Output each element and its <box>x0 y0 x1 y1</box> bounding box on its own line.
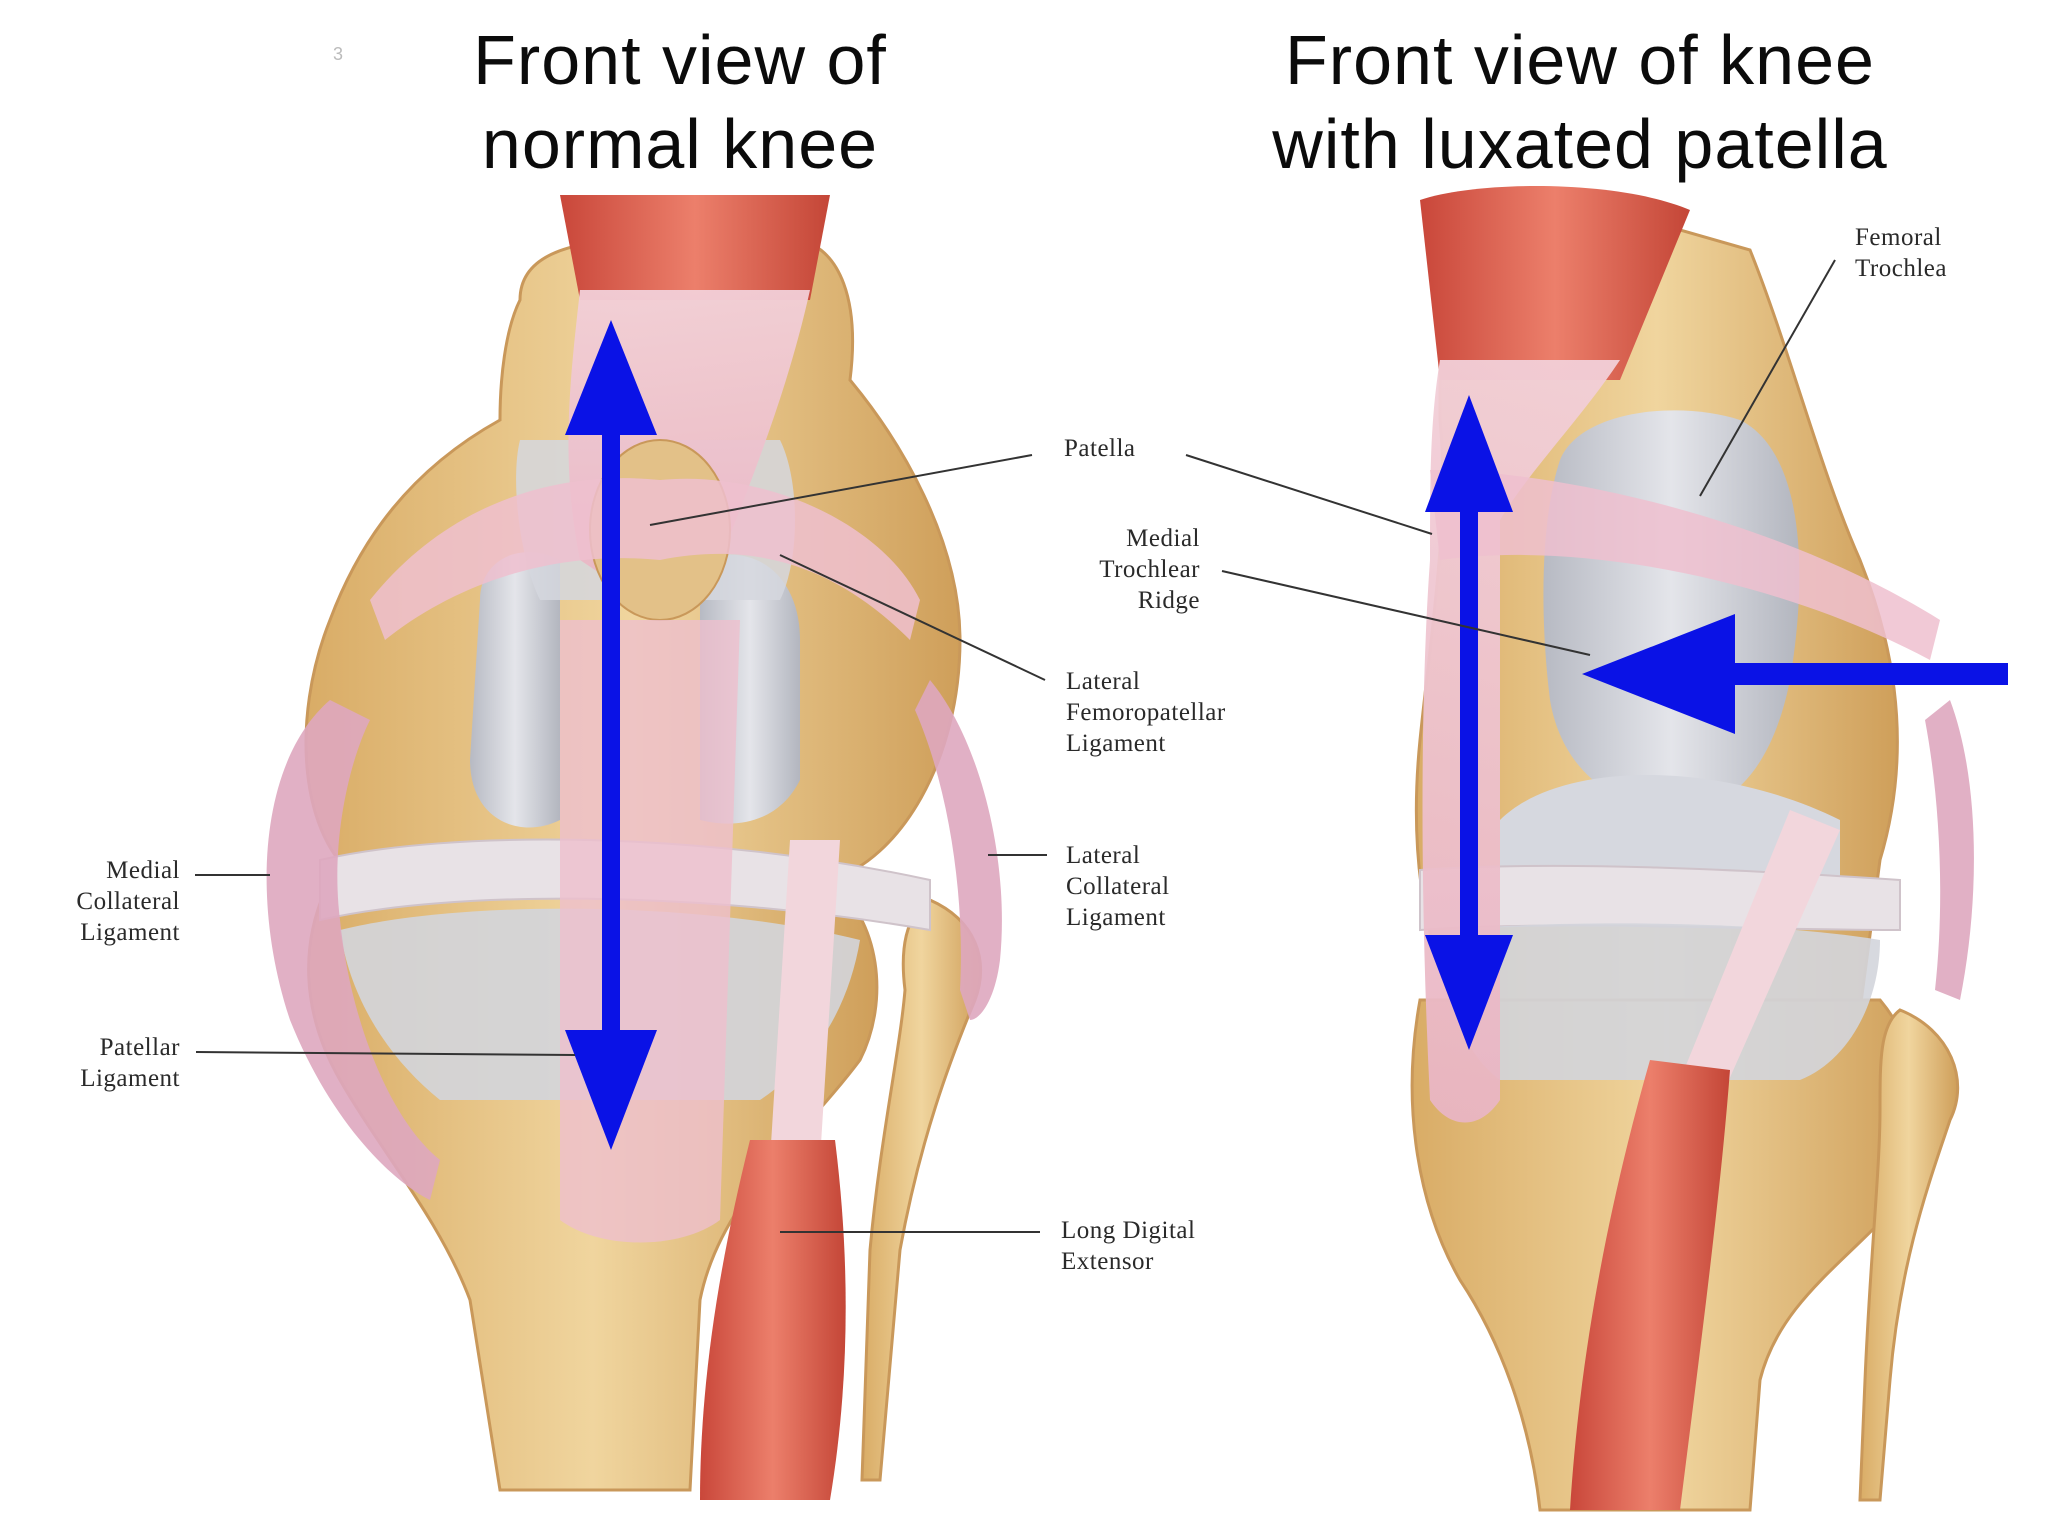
label-patella: Patella <box>1064 433 1136 464</box>
quadriceps-muscle <box>560 195 830 300</box>
title-luxated-knee: Front view of knee with luxated patella <box>1130 18 2030 186</box>
luxated-knee <box>1412 186 2008 1510</box>
label-lateral-collateral-ligament: Lateral Collateral Ligament <box>1066 840 1170 933</box>
label-patellar-ligament: Patellar Ligament <box>20 1032 180 1094</box>
label-line: Ligament <box>20 1063 180 1094</box>
title-line: with luxated patella <box>1130 102 2030 186</box>
label-line: Femoral <box>1855 222 1947 253</box>
label-line: Collateral <box>1066 871 1170 902</box>
label-line: Ridge <box>1040 585 1200 616</box>
title-normal-knee: Front view of normal knee <box>330 18 1030 186</box>
label-line: Extensor <box>1061 1246 1195 1277</box>
label-line: Trochlear <box>1040 554 1200 585</box>
label-line: Patellar <box>20 1032 180 1063</box>
label-line: Long Digital <box>1061 1215 1195 1246</box>
label-medial-trochlear-ridge: Medial Trochlear Ridge <box>1040 523 1200 616</box>
title-line: normal knee <box>330 102 1030 186</box>
label-line: Medial <box>1040 523 1200 554</box>
patellar-ligament-tissue <box>560 620 740 1243</box>
label-lateral-femoropatellar-ligament: Lateral Femoropatellar Ligament <box>1066 666 1226 759</box>
label-line: Lateral <box>1066 840 1170 871</box>
label-femoral-trochlea: Femoral Trochlea <box>1855 222 1947 284</box>
label-line: Lateral <box>1066 666 1226 697</box>
label-medial-collateral-ligament: Medial Collateral Ligament <box>20 855 180 948</box>
label-line: Femoropatellar <box>1066 697 1226 728</box>
lateral-collateral-ligament-tissue <box>1925 700 1974 1000</box>
label-line: Collateral <box>20 886 180 917</box>
femoral-trochlea-cartilage <box>1543 410 1799 811</box>
label-line: Ligament <box>1066 728 1226 759</box>
title-line: Front view of knee <box>1130 18 2030 102</box>
title-line: Front view of <box>330 18 1030 102</box>
label-line: Ligament <box>20 917 180 948</box>
label-line: Medial <box>20 855 180 886</box>
normal-knee <box>267 195 1002 1500</box>
label-long-digital-extensor: Long Digital Extensor <box>1061 1215 1195 1277</box>
label-line: Ligament <box>1066 902 1170 933</box>
label-line: Trochlea <box>1855 253 1947 284</box>
